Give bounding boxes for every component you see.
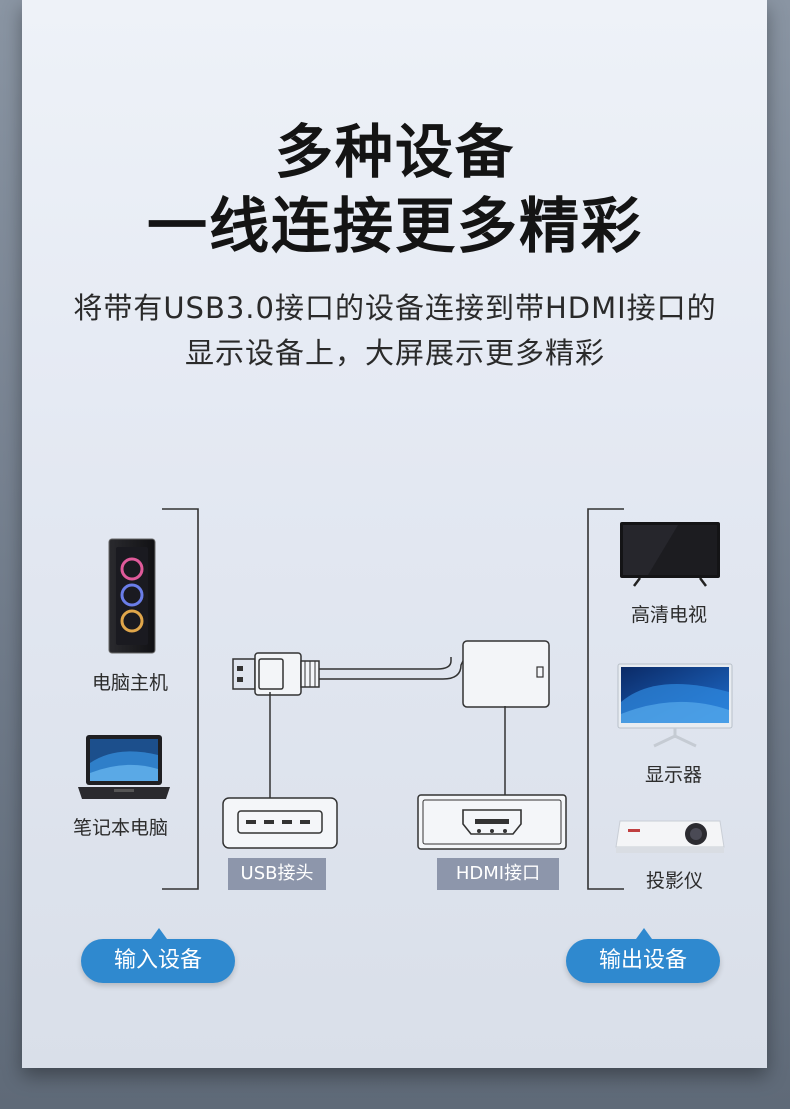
- description-line-1: 将带有USB3.0接口的设备连接到带HDMI接口的: [73, 291, 717, 325]
- laptop-icon: [78, 735, 170, 799]
- tv-icon: [620, 522, 720, 587]
- description-line-2: 显示设备上，大屏展示更多精彩: [184, 336, 605, 370]
- headline-line-2: 一线连接更多精彩: [147, 192, 643, 262]
- input-device-label-laptop: 笔记本电脑: [73, 817, 169, 839]
- input-devices-badge: 输入设备: [81, 928, 235, 983]
- hdmi-port-tag: HDMI接口: [437, 858, 559, 890]
- projector-icon: [615, 820, 725, 853]
- output-device-label-projector: 投影仪: [646, 870, 704, 892]
- desktop-tower-icon: [108, 538, 156, 654]
- output-devices-badge: 输出设备: [566, 928, 720, 983]
- hdmi-port-icon: [417, 794, 567, 850]
- headline-line-1: 多种设备: [274, 118, 515, 186]
- input-device-label-desktop: 电脑主机: [92, 672, 169, 694]
- usb-hdmi-adapter-icon: [232, 640, 550, 708]
- input-bracket: [162, 508, 199, 890]
- output-device-label-monitor: 显示器: [645, 764, 703, 786]
- output-device-label-tv: 高清电视: [631, 604, 708, 626]
- usb-port-icon: [222, 797, 338, 849]
- usb-connector-tag: USB接头: [228, 858, 326, 890]
- monitor-icon: [617, 663, 733, 748]
- output-bracket: [587, 508, 624, 890]
- hdmi-leader-line: [504, 706, 506, 798]
- usb-leader-line: [269, 692, 271, 802]
